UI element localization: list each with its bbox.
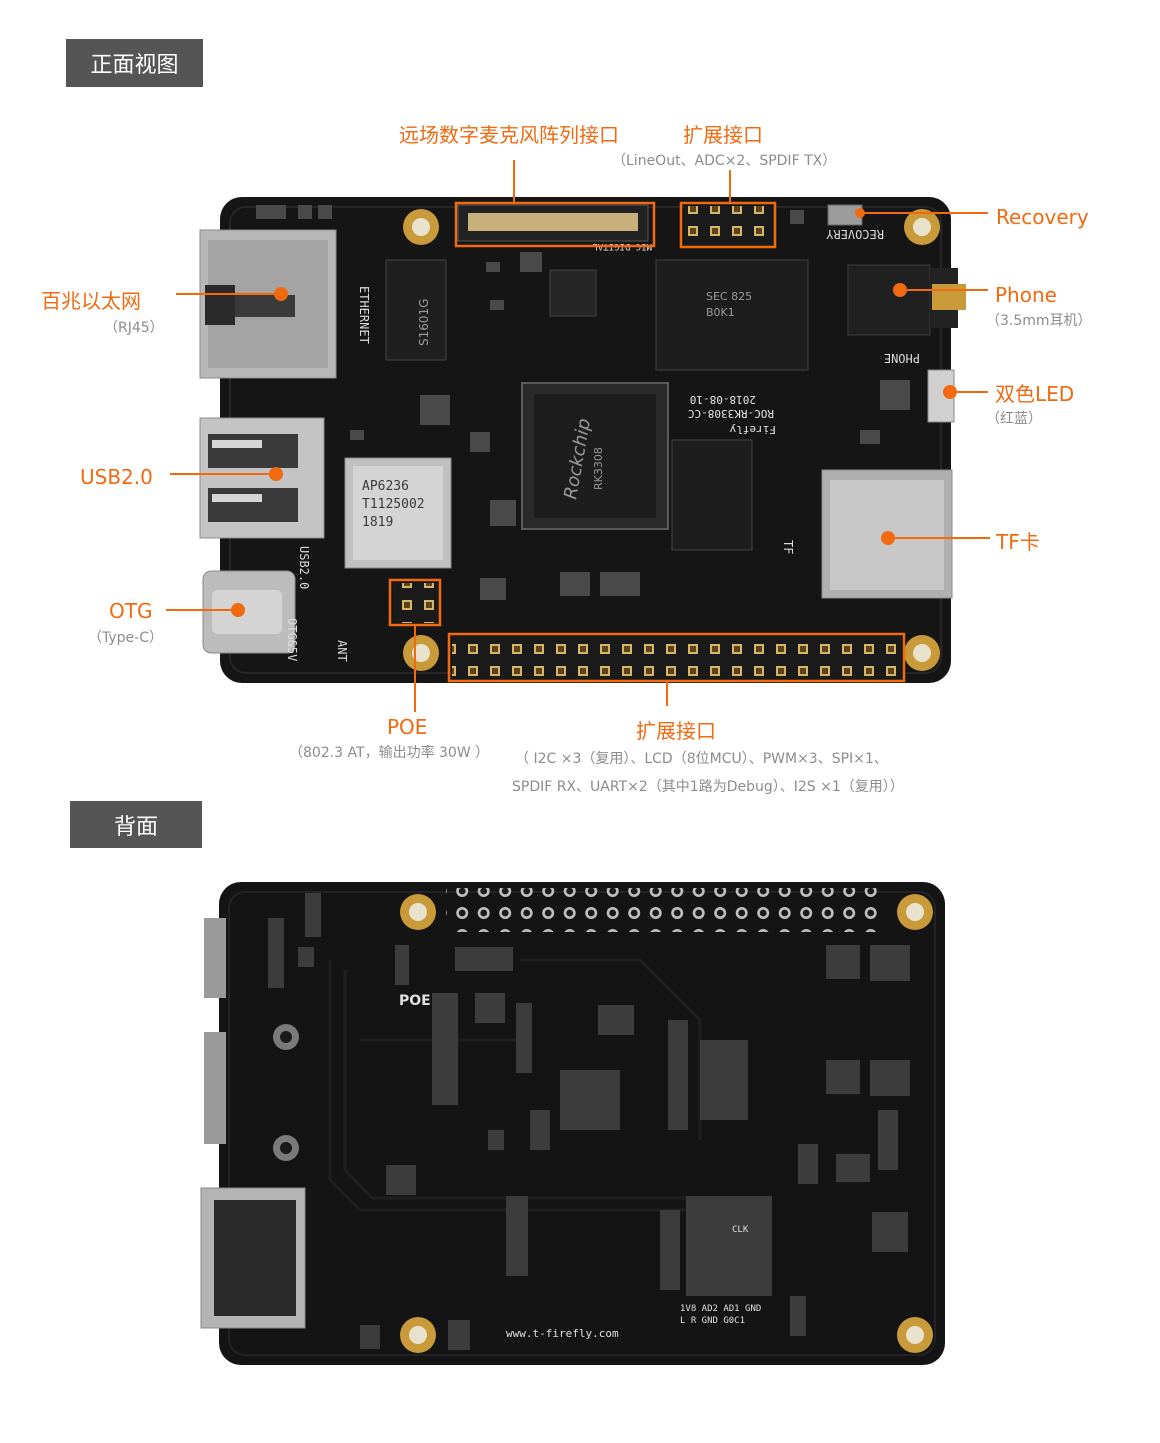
label-led-sub: （红蓝）	[986, 411, 1042, 427]
front-view-tag: 正面视图	[66, 39, 203, 87]
label-recovery: Recovery	[996, 205, 1089, 229]
eth-chip-text: S1601G	[417, 299, 431, 346]
wifi-text-2: T1125002	[362, 497, 425, 512]
ram-text-1: SEC 825	[706, 290, 752, 303]
label-ext-bottom-sub2: SPDIF RX、UART×2（其中1路为Debug）、I2S ×1（复用））	[512, 779, 904, 795]
back-silk-clk: CLK	[732, 1225, 749, 1235]
usb-a-connector	[199, 417, 325, 539]
silk-ethernet: ETHERNET	[357, 286, 371, 344]
silk-ant: ANT	[335, 640, 349, 662]
label-poe-sub: （802.3 AT，输出功率 30W ）	[289, 745, 490, 761]
mount-holes-front	[403, 209, 940, 671]
silk-phone: PHONE	[884, 351, 920, 365]
label-led: 双色LED	[995, 382, 1075, 406]
label-phone: Phone	[995, 283, 1057, 307]
soc-model-text: RK3308	[592, 447, 605, 490]
wifi-text-1: AP6236	[362, 479, 409, 494]
back-silk-pins-top: 1V8 AD2 AD1 GND	[680, 1304, 761, 1314]
rj45-connector	[199, 229, 337, 379]
label-usb: USB2.0	[80, 465, 153, 489]
back-view-tag: 背面	[70, 801, 202, 848]
back-silk-url: www.t-firefly.com	[506, 1327, 619, 1340]
label-ethernet: 百兆以太网	[41, 289, 141, 313]
back-silk-pins-bottom: L R GND G0C1	[680, 1316, 745, 1326]
label-otg-sub: （Type-C）	[88, 630, 163, 646]
highlight-boxes	[388, 201, 906, 683]
label-ethernet-sub: （RJ45）	[104, 320, 164, 336]
label-tf: TF卡	[996, 530, 1040, 554]
label-ext-bottom-sub1: （ I2C ×3（复用）、LCD（8位MCU）、PWM×3、SPI×1、	[515, 751, 888, 767]
silk-brand: Firefly	[729, 423, 776, 436]
silk-usb: USB2.0	[297, 546, 311, 589]
silk-tf: TF	[781, 540, 795, 554]
label-otg: OTG	[109, 599, 153, 623]
back-board: POE www.t-firefly.com 1V8 AD2 AD1 GND L …	[200, 882, 945, 1365]
label-ext-top-sub: （LineOut、ADC×2、SPDIF TX）	[612, 153, 837, 169]
label-phone-sub: （3.5mm耳机）	[986, 313, 1092, 329]
label-ext-top: 扩展接口	[683, 123, 763, 147]
ram-text-2: B0K1	[706, 306, 735, 319]
label-ext-bottom: 扩展接口	[636, 719, 716, 743]
back-silk-poe: POE	[399, 993, 431, 1009]
wifi-text-3: 1819	[362, 515, 393, 530]
silk-board-name: ROC-RK3308-CC	[688, 407, 774, 420]
audio-jack	[847, 264, 966, 336]
usb-c-connector	[202, 570, 296, 654]
mount-holes-back	[400, 894, 933, 1353]
label-mic-array: 远场数字麦克风阵列接口	[399, 123, 619, 147]
label-poe: POE	[387, 715, 428, 739]
silk-otg: OTG&5V	[285, 618, 299, 661]
leader-lines	[166, 160, 990, 712]
silk-recovery: RECOVERY	[825, 227, 884, 241]
front-board: ETHERNET RECOVERY PHONE USB2.0 OTG&5V AN…	[166, 160, 990, 712]
silk-date: 2018-08-10	[690, 393, 756, 406]
back-rj45	[200, 1187, 306, 1329]
